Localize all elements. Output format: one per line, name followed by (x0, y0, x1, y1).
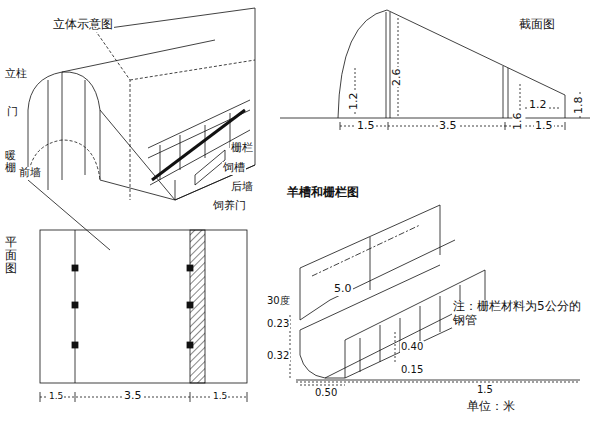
section-view (280, 10, 590, 130)
label: 1.2 (528, 99, 548, 112)
label: 0.40 (400, 341, 424, 353)
label: 立柱 (4, 68, 28, 81)
label: 1.5 (476, 384, 494, 396)
label: 1.5 (48, 391, 64, 401)
label: 1.5 (356, 120, 376, 133)
label: 3.5 (123, 390, 143, 403)
greenhouse-3d (28, 8, 255, 250)
label: 0.15 (400, 364, 424, 376)
label: 30度 (266, 295, 291, 307)
label: 0.50 (314, 387, 338, 399)
label: 1.8 (573, 96, 586, 116)
label: 1.5 (212, 391, 228, 401)
label: 截面图 (518, 18, 556, 32)
label: 平面图 (4, 236, 18, 276)
label: 1.6 (512, 112, 525, 132)
label: 前墙 (18, 167, 42, 180)
label: 3.5 (438, 120, 458, 133)
label: 饲养门 (212, 200, 247, 213)
label: 羊槽和栅栏图 (286, 186, 360, 200)
label: 饲槽 (222, 162, 246, 175)
label: 后墙 (230, 181, 254, 194)
label: 0.32 (266, 350, 290, 362)
label: 暖棚 (4, 150, 17, 174)
label: 栅栏 (230, 142, 254, 155)
trough-fence (290, 205, 580, 385)
plan-view (40, 230, 247, 402)
label: 5.0 (333, 283, 353, 296)
label: 注：栅栏材料为5公分的钢管 (452, 300, 586, 328)
label: 1.2 (348, 92, 361, 112)
label: 立体示意图 (52, 18, 114, 32)
label: 门 (6, 106, 19, 119)
label: 2.6 (391, 68, 404, 88)
label: 0.23 (266, 318, 290, 330)
label: 1.5 (534, 120, 554, 133)
label: 单位：米 (466, 400, 516, 414)
